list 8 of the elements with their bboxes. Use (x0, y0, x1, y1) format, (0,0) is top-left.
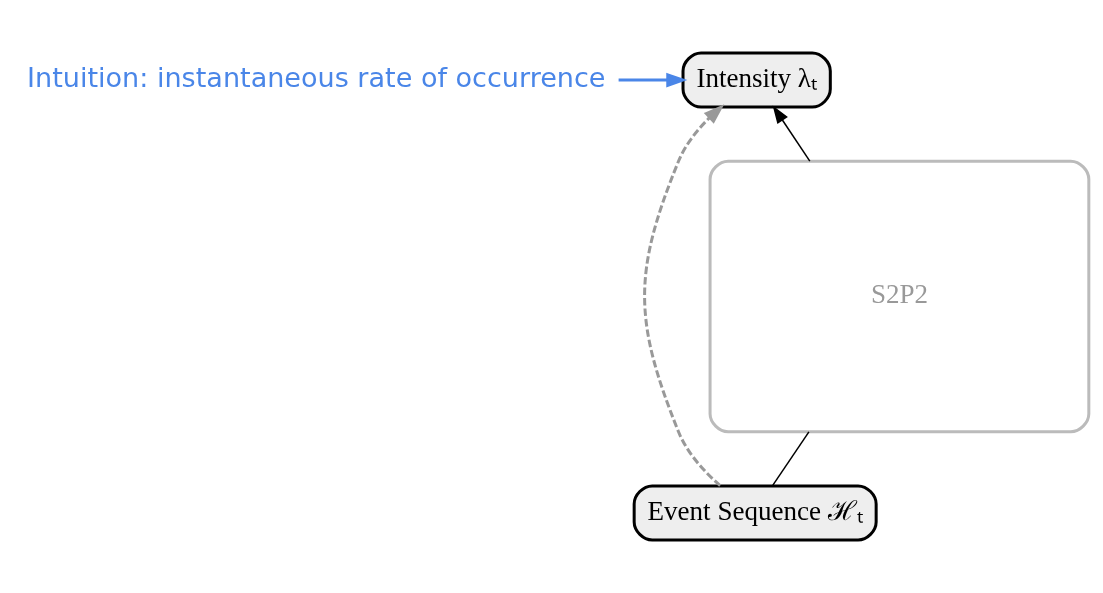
arrow (618, 72, 688, 88)
connector (771, 431, 810, 487)
node-box: Event Sequence ℋₜ (632, 484, 878, 542)
node-text: Intuition: instantaneous rate of occurrence (27, 61, 606, 93)
node-box: Intensity λₜ (681, 51, 832, 109)
arrow (772, 105, 811, 162)
node-box: S2P2 (708, 159, 1091, 434)
arrow (643, 104, 725, 487)
